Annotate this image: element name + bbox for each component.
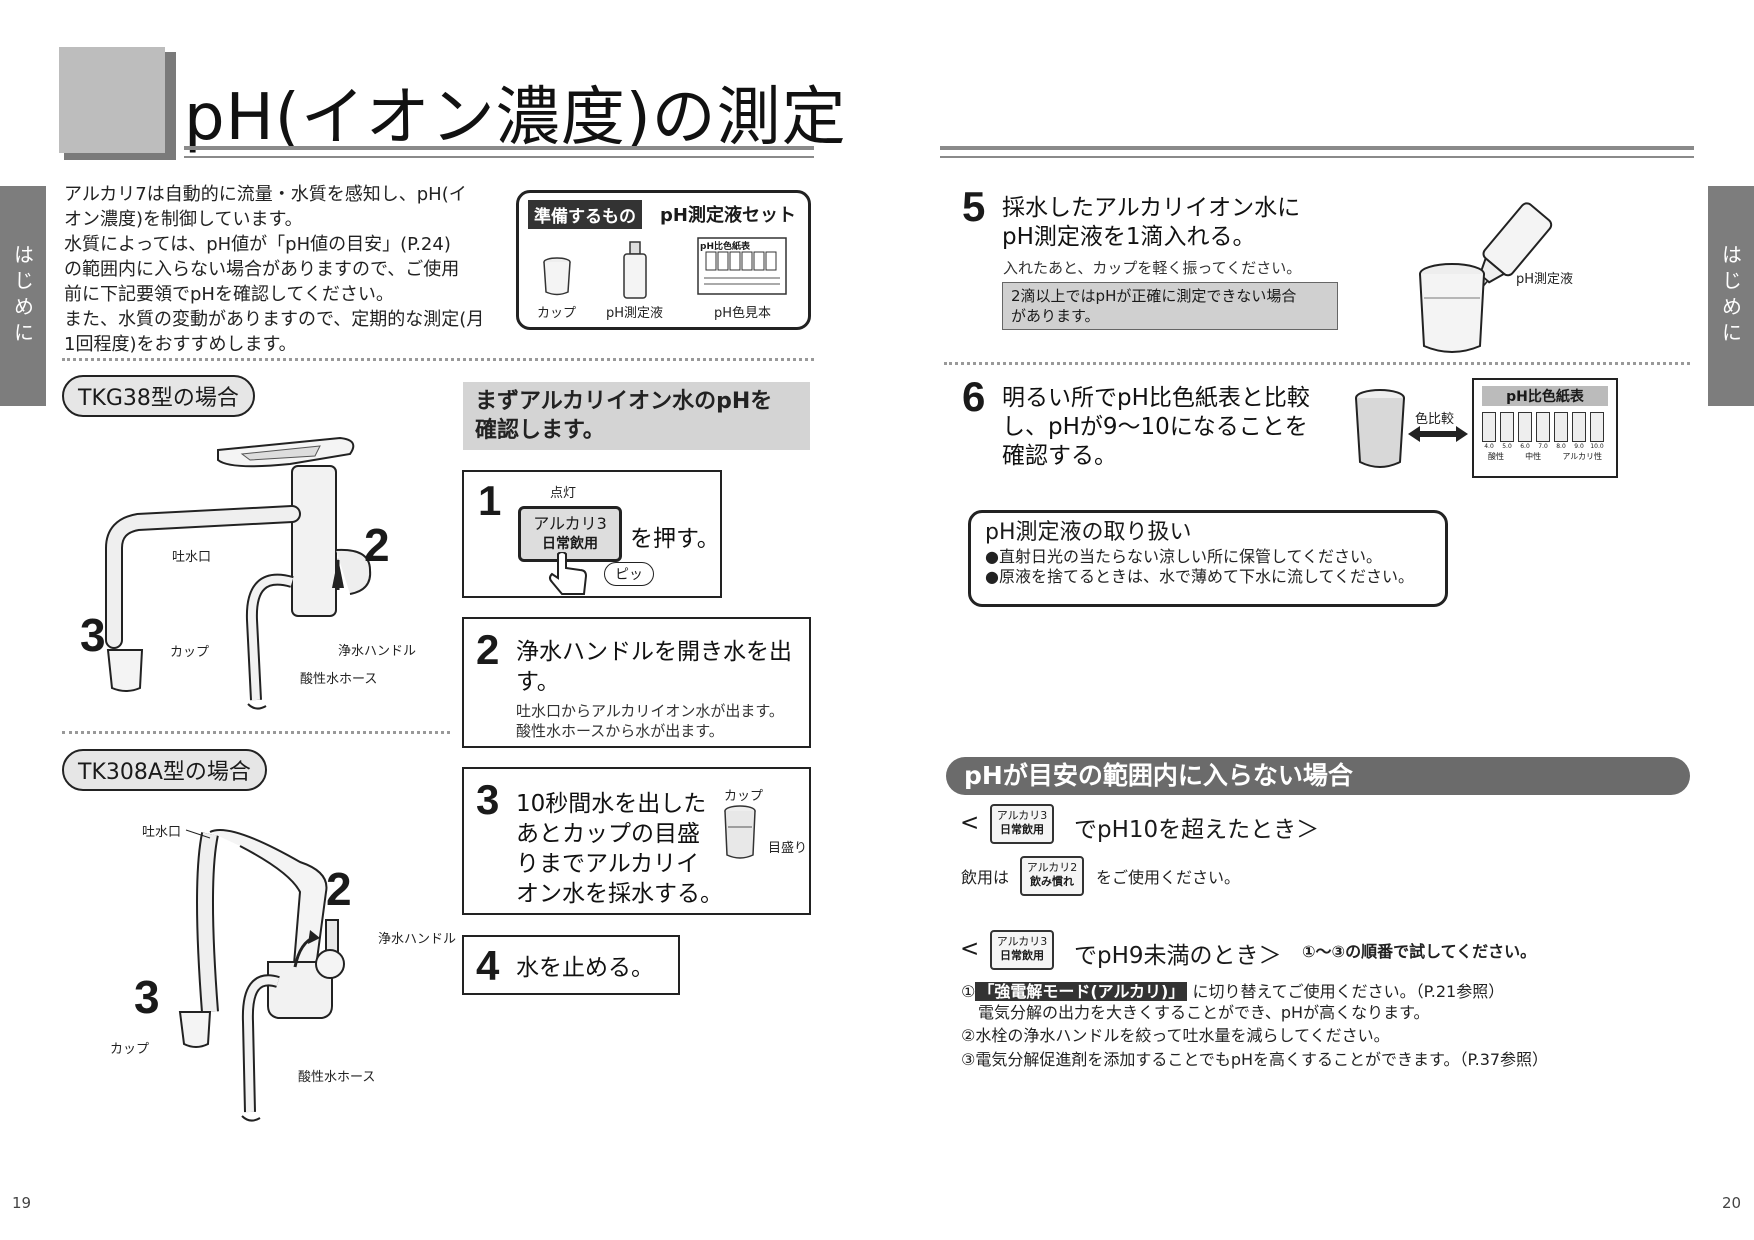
prep-item-solution: pH測定液 [606, 306, 664, 321]
divider-dotted [62, 358, 814, 361]
title-rule-thin [184, 156, 814, 158]
color-chart-icon [697, 237, 787, 295]
chart-ticks: 4.0 5.0 6.0 7.0 8.0 9.0 10.0 [1484, 443, 1604, 450]
measuring-cup-icon [724, 805, 756, 859]
tk308a-hose-label: 酸性水ホース [298, 1070, 376, 1085]
page-number-right: 20 [1722, 1194, 1742, 1212]
case-2-alkali3-button[interactable]: アルカリ3 日常飲用 [990, 930, 1054, 970]
step-2-sub: 吐水口からアルカリイオン水が出ます。 酸性水ホースから水が出ます。 [516, 702, 784, 740]
chart-swatches [1474, 406, 1616, 442]
case-1-use-suffix: をご使用ください。 [1096, 868, 1241, 887]
tk308a-handle-label: 浄水ハンドル [378, 932, 457, 947]
page-number-left: 19 [12, 1194, 32, 1212]
case-1-open-bracket: < [960, 810, 980, 836]
alkali2-button[interactable]: アルカリ2 飲み慣れ [1020, 856, 1084, 896]
prep-box [516, 190, 811, 330]
case-2-item-2: ②水栓の浄水ハンドルを絞って吐水量を減らしてください。 [961, 1026, 1390, 1045]
prep-label: 準備するもの [528, 200, 642, 229]
step-2-text: 浄水ハンドルを開き水を出 す。 [516, 639, 792, 695]
case-2-text: でpH9未満のとき＞ [1074, 943, 1282, 969]
tk308a-cup-label: カップ [110, 1042, 150, 1057]
tkg38-num-3: 3 [80, 609, 106, 661]
tkg38-spout-label: 吐水口 [172, 550, 212, 565]
step-5-text: 採水したアルカリイオン水に pH測定液を1滴入れる。 [1002, 195, 1301, 250]
tk308a-num-2: 2 [326, 863, 352, 915]
tkg38-hose-label: 酸性水ホース [300, 672, 378, 687]
bottle-icon [623, 241, 647, 299]
step-4-text: 水を止める。 [516, 955, 654, 981]
side-tab-left[interactable]: はじめに [0, 186, 46, 406]
faucet-tk308a-illustration [178, 829, 345, 1122]
step-3-box: 3 10秒間水を出した あとカップの目盛 りまでアルカリイ オン水を採水する。 … [462, 767, 811, 915]
tkg38-num-2: 2 [364, 519, 390, 571]
tk308a-spout-label: 吐水口 [142, 825, 182, 840]
prep-item-cup: カップ [537, 306, 577, 321]
faucet-tkg38-illustration [105, 436, 372, 710]
sample-cup-icon [1355, 389, 1405, 468]
ph-color-chart: pH比色紙表 4.0 5.0 6.0 7.0 8.0 9.0 10.0 酸性 中… [1472, 378, 1618, 478]
intro-text: アルカリ7は自動的に流量・水質を感知し、pH(イ オン濃度)を制御しています。 … [64, 184, 485, 355]
handling-line-1: ●直射日光の当たらない涼しい所に保管してください。 [985, 547, 1383, 566]
alkali3-button[interactable]: アルカリ3 日常飲用 [518, 506, 622, 562]
step-1-box: 1 点灯 アルカリ3 日常飲用 を押す。 ピッ [462, 470, 722, 598]
tkg38-cup-label: カップ [170, 645, 210, 660]
step-2-box: 2 浄水ハンドルを開き水を出 す。 吐水口からアルカリイオン水が出ます。 酸性水… [462, 617, 811, 748]
handling-box: pH測定液の取り扱い ●直射日光の当たらない涼しい所に保管してください。 ●原液… [968, 510, 1448, 607]
title-rule [184, 146, 814, 150]
double-arrow-icon [1408, 426, 1468, 442]
chart-groups: 酸性 中性 アルカリ性 [1488, 452, 1602, 461]
case-1-text: でpH10を超えたとき＞ [1074, 817, 1320, 843]
case-2-note: ①〜③の順番で試してください。 [1302, 942, 1537, 961]
tkg38-handle-label: 浄水ハンドル [338, 644, 417, 659]
prep-item-chart: pH色見本 [714, 306, 772, 321]
handling-line-2: ●原液を捨てるときは、水で薄めて下水に流してください。 [985, 567, 1415, 586]
model-label-tk308a: TK308A型の場合 [62, 749, 267, 791]
step-1-text: を押す。 [630, 526, 720, 552]
case-2-open-bracket: < [960, 936, 980, 962]
right-rule [940, 146, 1694, 150]
case-1-alkali3-button[interactable]: アルカリ3 日常飲用 [990, 804, 1054, 844]
case-2-item-1: ①「強電解モード(アルカリ)」 に切り替えてご使用ください。（P.21参照） [961, 982, 1505, 1001]
step-4-number: 4 [476, 942, 500, 989]
prep-title: pH測定液セット [660, 205, 796, 226]
step-1-lit-label: 点灯 [550, 486, 577, 501]
step-3-number: 3 [476, 776, 500, 823]
step-5-sub: 入れたあと、カップを軽く振ってください。 [1003, 259, 1302, 277]
bottle-label: pH測定液 [1516, 272, 1574, 287]
divider-dotted-2 [62, 731, 450, 734]
step-5-number: 5 [962, 183, 986, 230]
model-label-tkg38: TKG38型の場合 [62, 375, 255, 417]
step-3-mark-label: 目盛り [768, 841, 808, 856]
compare-label: 色比較 [1415, 412, 1455, 427]
cup-icon [543, 257, 571, 296]
step-3-text: 10秒間水を出した あとカップの目盛 りまでアルカリイ オン水を採水する。 [516, 791, 723, 907]
step-6-number: 6 [962, 373, 986, 420]
dropper-illustration [1419, 202, 1553, 353]
page-title: pH(イオン濃度)の測定 [184, 81, 847, 155]
case-1-use-prefix: 飲用は [961, 868, 1010, 887]
step-1-number: 1 [478, 477, 502, 524]
case-2-item-3: ③電気分解促進剤を添加することでもpHを高くすることができます。（P.37参照） [961, 1050, 1549, 1069]
tk308a-num-3: 3 [134, 971, 160, 1023]
prep-items-illustration [543, 237, 787, 299]
side-tab-right[interactable]: はじめに [1708, 186, 1754, 406]
prep-chart-label: pH比色紙表 [700, 242, 750, 252]
title-block [59, 47, 165, 153]
hand-pointer-icon [549, 552, 588, 595]
step-6-text: 明るい所でpH比色紙表と比較 し、pHが9〜10になることを 確認する。 [1002, 385, 1310, 469]
right-rule-thin [940, 156, 1694, 158]
step-4-box: 4 水を止める。 [462, 935, 680, 995]
step-5-warning: 2滴以上ではpHが正確に測定できない場合 があります。 [1002, 282, 1338, 330]
step-3-cup-label: カップ [724, 789, 764, 804]
beep-bubble: ピッ [604, 562, 654, 586]
steps-header: まずアルカリイオン水のpHを 確認します。 [463, 382, 810, 450]
handling-title: pH測定液の取り扱い [985, 520, 1192, 545]
divider-dotted-right [944, 362, 1690, 365]
case-2-item-1-line-2: 電気分解の出力を大きくすることができ、pHが高くなります。 [978, 1003, 1430, 1022]
out-of-range-banner: pHが目安の範囲内に入らない場合 [946, 757, 1690, 795]
step-2-number: 2 [476, 626, 500, 673]
